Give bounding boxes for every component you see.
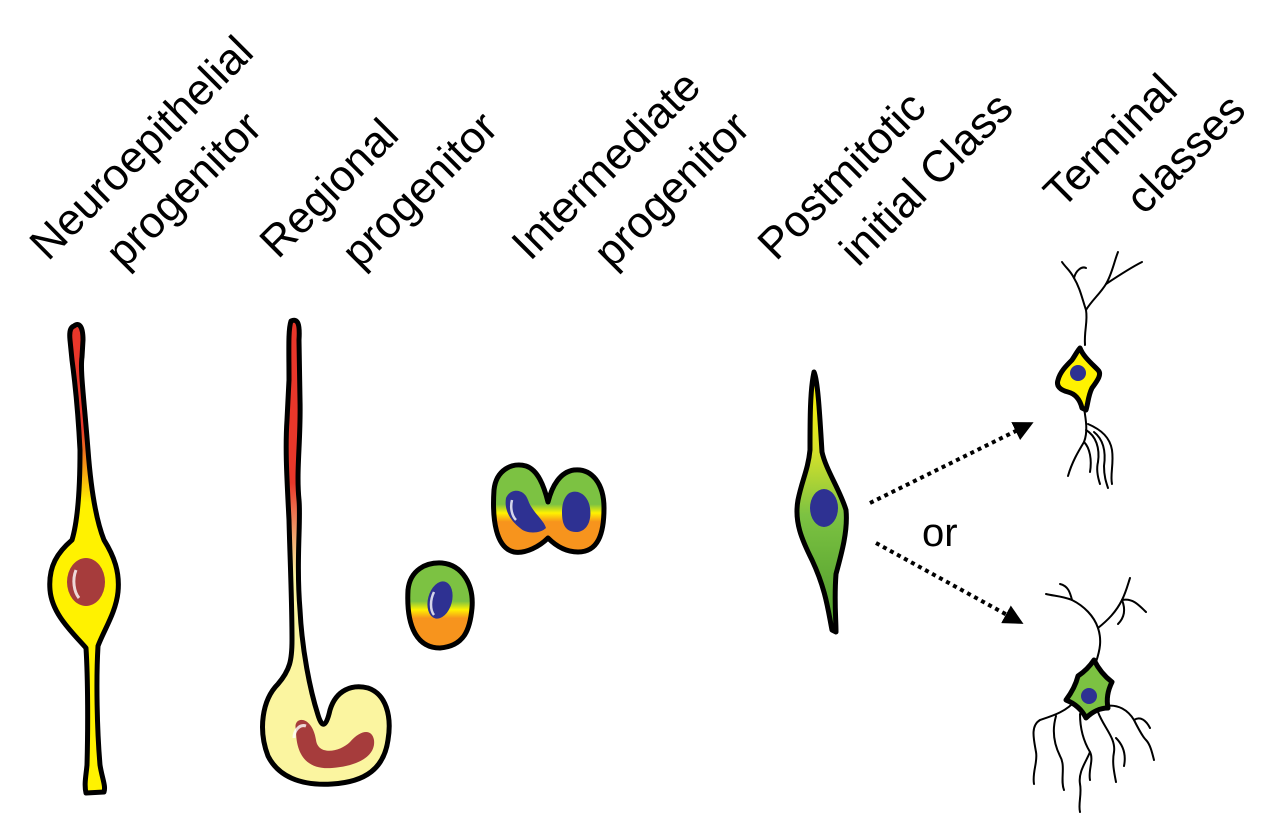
nucleus bbox=[505, 490, 546, 533]
arrow-to-yellow-neuron bbox=[869, 422, 1034, 505]
stage-label-regional: Regional progenitor bbox=[250, 102, 507, 277]
stage-label-neuroepithelial: Neuroepithelial progenitor bbox=[20, 27, 271, 277]
neuroepithelial-cell bbox=[47, 322, 121, 796]
nucleus bbox=[1081, 688, 1097, 704]
terminal-neuron-yellow bbox=[1055, 251, 1143, 489]
nucleus bbox=[427, 581, 453, 619]
nucleus bbox=[810, 489, 838, 527]
regional-progenitor-cell bbox=[260, 317, 392, 787]
terminal-neuron-green bbox=[1032, 577, 1155, 813]
nucleus bbox=[295, 719, 375, 769]
stage-label-terminal: Terminal classes bbox=[1034, 65, 1254, 223]
intermediate-progenitor-cell bbox=[405, 560, 475, 651]
nucleus bbox=[562, 491, 591, 532]
stage-label-postmitotic: Postmitotic initial Class bbox=[748, 82, 1022, 275]
stage-label-intermediate: Intermediate progenitor bbox=[502, 61, 759, 277]
dividing-intermediate-progenitor bbox=[491, 462, 607, 555]
nucleus bbox=[1070, 365, 1086, 381]
or-label: or bbox=[922, 511, 958, 555]
arrow-to-green-neuron bbox=[875, 541, 1024, 624]
postmitotic-cell bbox=[794, 369, 849, 635]
